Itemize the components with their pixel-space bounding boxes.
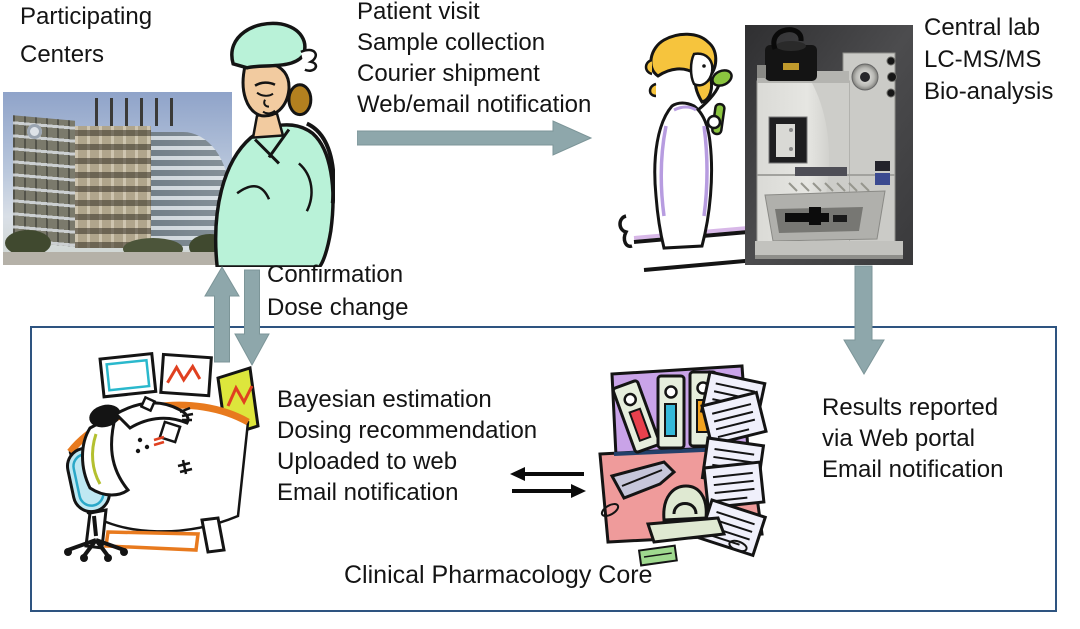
building-logo <box>27 124 42 139</box>
nurse-clipart-icon <box>213 21 335 267</box>
tree <box>5 230 51 256</box>
exchange-left-arrow-icon <box>510 467 584 481</box>
label-line: Web/email notification <box>357 91 592 118</box>
label-line: Confirmation <box>267 261 404 288</box>
label-line: Dosing recommendation <box>277 417 538 444</box>
label-line: via Web portal <box>822 425 975 452</box>
label-line: LC-MS/MS <box>924 46 1042 73</box>
label-line: Participating <box>20 3 153 30</box>
hospital-building-photo <box>3 92 232 265</box>
label-line: Patient visit <box>357 0 480 25</box>
analyst-desk-clipart-icon <box>64 351 260 562</box>
patient-flow-label: Patient visit Sample collection Courier … <box>357 0 591 120</box>
exchange-arrows <box>510 467 586 498</box>
label-line: Centers <box>20 41 105 68</box>
confirmation-arrows <box>204 266 270 367</box>
label-line: Bayesian estimation <box>277 386 492 413</box>
exchange-right-arrow-icon <box>512 484 586 498</box>
building-center-block <box>75 126 151 248</box>
paper-stack <box>697 370 768 558</box>
confirmation-down-arrow-icon <box>234 269 270 367</box>
label-line: Dose change <box>267 294 409 321</box>
building-left-tower <box>13 115 75 247</box>
label-line: Bio-analysis <box>924 78 1054 105</box>
records-binders-clipart-icon <box>598 364 768 567</box>
label-line: Email notification <box>822 456 1004 483</box>
label-line: Uploaded to web <box>277 448 458 475</box>
lcms-instrument-photo <box>745 25 913 265</box>
participating-centers-label: Participating Centers <box>20 0 152 74</box>
confirmation-label: Confirmation Dose change <box>267 258 408 324</box>
label-line: Email notification <box>277 479 459 506</box>
core-box-title: Clinical Pharmacology Core <box>344 561 653 589</box>
label-line: Courier shipment <box>357 60 540 87</box>
building-roof-masts <box>95 98 181 126</box>
results-down-arrow-icon <box>843 265 885 375</box>
clinical-pharmacology-core-box <box>30 326 1057 612</box>
label-line: Sample collection <box>357 29 546 56</box>
confirmation-up-arrow-icon <box>204 266 240 363</box>
central-lab-label: Central lab LC-MS/MS Bio-analysis <box>924 12 1053 108</box>
flow-right-arrow-icon <box>357 120 593 156</box>
label-line: Central lab <box>924 14 1041 41</box>
results-label: Results reported via Web portal Email no… <box>822 392 1003 485</box>
scientist-clipart-icon <box>618 32 757 272</box>
bayesian-label: Bayesian estimation Dosing recommendatio… <box>277 384 537 508</box>
label-line: Results reported <box>822 394 999 421</box>
road <box>3 252 232 265</box>
